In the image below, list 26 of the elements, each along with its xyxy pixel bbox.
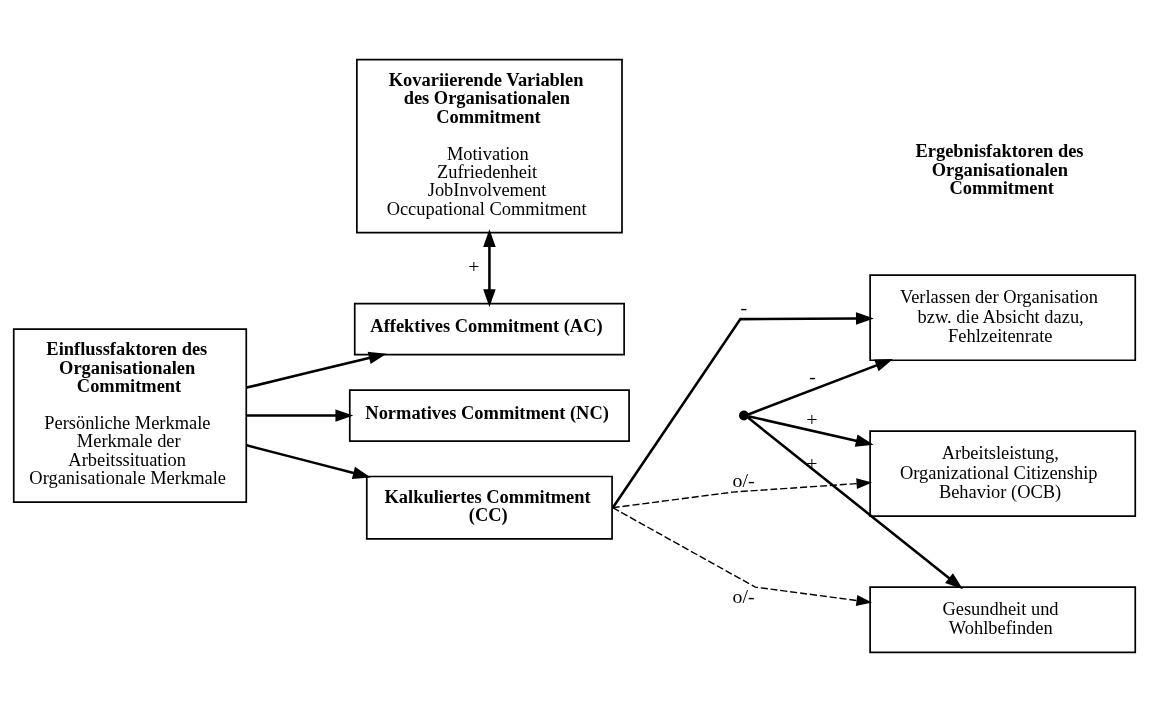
edge-label: o/- xyxy=(732,584,755,607)
label: Ergebnisfaktoren des Organisationalen Commitment xyxy=(915,140,1084,198)
edge-label: + xyxy=(806,407,818,430)
node-box: Gesundheit und Wohlbefinden xyxy=(869,585,1137,653)
arrow xyxy=(611,311,874,508)
arrow xyxy=(612,477,873,508)
edge-label: - xyxy=(809,364,816,387)
node-box: Affektives Commitment (AC) xyxy=(353,302,625,355)
edge-label: o/- xyxy=(732,468,755,491)
arrow xyxy=(246,443,371,479)
arrow xyxy=(747,358,894,416)
arrow xyxy=(747,416,963,589)
node-box: Kalkuliertes Commitment (CC) xyxy=(365,475,613,540)
node-box: Arbeitsleistung, Organizational Citizenship Behavior (OCB) xyxy=(869,429,1137,517)
node-bracket xyxy=(739,410,749,420)
arrow xyxy=(246,408,354,422)
node-box: Normatives Commitment (NC) xyxy=(348,388,630,442)
edge-label: + xyxy=(468,254,480,277)
arrow xyxy=(747,414,874,447)
node-box: Einflussfaktoren des Organisationalen Commitment Persönliche Merkmale Merkmale der Arbeitssituation Organisationale Merkmale xyxy=(12,327,248,503)
node-box: Verlassen der Organisation bzw. die Absicht dazu, Fehlzeitenrate xyxy=(869,273,1137,361)
arrow xyxy=(246,351,387,389)
arrow xyxy=(483,228,496,307)
node-box: Kovariierende Variablen des Organisationalen Commitment Motivation Zufriedenheit JobInvolvement Occupational Commitment xyxy=(356,58,623,233)
edge-label: - xyxy=(740,295,747,318)
arrow xyxy=(612,506,873,606)
